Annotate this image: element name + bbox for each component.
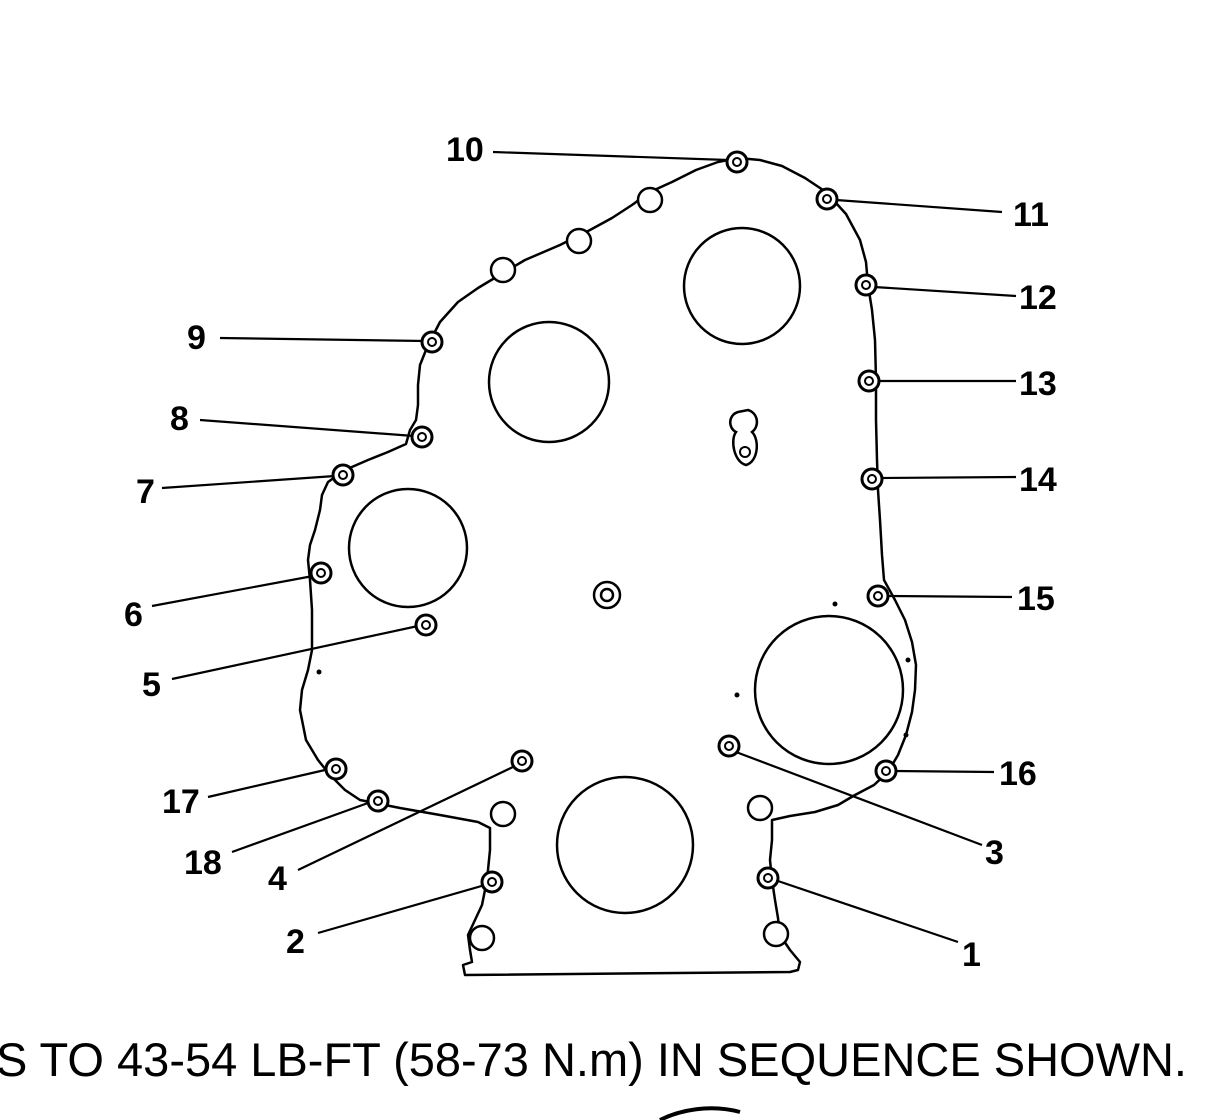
leader-16 xyxy=(893,769,995,774)
keyhole-hole xyxy=(739,446,751,458)
keyhole-slot xyxy=(729,408,759,467)
leader-7 xyxy=(161,474,336,490)
bolt-hole-15 xyxy=(866,584,890,608)
callout-7: 7 xyxy=(136,473,155,511)
plain-hole xyxy=(489,256,517,284)
callout-17: 17 xyxy=(162,783,200,821)
leader-1 xyxy=(774,878,959,944)
cover-outline xyxy=(298,156,918,977)
center-dowel xyxy=(592,580,622,610)
bolt-hole-7 xyxy=(331,463,355,487)
bolt-hole-9 xyxy=(420,330,444,354)
callout-10: 10 xyxy=(446,131,484,169)
bolt-hole-14 xyxy=(860,467,884,491)
leader-5 xyxy=(171,624,419,681)
plain-hole xyxy=(468,924,496,952)
plain-hole xyxy=(489,800,517,828)
callout-4: 4 xyxy=(268,860,287,898)
leader-18 xyxy=(231,801,369,854)
bolt-hole-1 xyxy=(756,866,780,890)
plain-hole xyxy=(565,227,593,255)
bolt-hole-13 xyxy=(857,369,881,393)
bolt-hole-12 xyxy=(854,273,878,297)
plain-hole xyxy=(636,186,664,214)
bolt-hole-4 xyxy=(510,749,534,773)
leader-12 xyxy=(873,285,1017,298)
bolt-hole-5 xyxy=(414,613,438,637)
leader-8 xyxy=(199,418,415,438)
bolt-hole-18 xyxy=(366,789,390,813)
callout-9: 9 xyxy=(187,319,206,357)
bolt-hole-3 xyxy=(717,734,741,758)
bolt-hole-2 xyxy=(480,870,504,894)
leader-15 xyxy=(885,594,1013,599)
callout-labels: 1 2 3 4 5 6 7 8 9 10 11 12 13 14 15 16 1… xyxy=(124,131,1057,974)
large-openings xyxy=(347,226,905,915)
bolt-hole-8 xyxy=(410,425,434,449)
callout-14: 14 xyxy=(1019,461,1057,499)
opening-upper-center xyxy=(487,320,611,444)
bolt-hole-6 xyxy=(309,561,333,585)
leader-10 xyxy=(492,150,729,162)
callout-6: 6 xyxy=(124,596,143,634)
leader-9 xyxy=(219,336,426,343)
leader-14 xyxy=(879,475,1017,480)
leader-4 xyxy=(297,765,516,871)
sequenced-bolt-holes xyxy=(309,150,898,894)
stray-dots xyxy=(316,601,911,738)
opening-bottom xyxy=(555,775,695,915)
callout-5: 5 xyxy=(142,666,161,704)
callout-2: 2 xyxy=(286,923,305,961)
leader-3 xyxy=(735,750,983,847)
callout-13: 13 xyxy=(1019,365,1057,403)
leader-lines xyxy=(151,150,1017,944)
bolt-hole-11 xyxy=(815,187,839,211)
opening-top-right xyxy=(682,226,802,346)
callout-12: 12 xyxy=(1019,279,1057,317)
leader-17 xyxy=(207,768,326,799)
bolt-hole-16 xyxy=(874,759,898,783)
leader-11 xyxy=(835,198,1003,214)
leader-2 xyxy=(317,883,486,935)
callout-18: 18 xyxy=(184,844,222,882)
callout-8: 8 xyxy=(170,400,189,438)
callout-16: 16 xyxy=(999,755,1037,793)
bolt-hole-17 xyxy=(324,757,348,781)
opening-right xyxy=(753,614,905,766)
plain-holes xyxy=(468,186,790,952)
callout-3: 3 xyxy=(985,834,1004,872)
partial-arrow-graphic xyxy=(659,1106,741,1120)
callout-15: 15 xyxy=(1017,580,1055,618)
opening-left xyxy=(347,487,469,609)
plain-hole xyxy=(762,920,790,948)
callout-1: 1 xyxy=(962,936,981,974)
bolt-hole-10 xyxy=(725,150,749,174)
plain-hole xyxy=(746,794,774,822)
callout-11: 11 xyxy=(1013,196,1049,234)
torque-instruction-caption: S TO 43-54 LB-FT (58-73 N.m) IN SEQUENCE… xyxy=(0,1033,1187,1086)
leader-6 xyxy=(151,574,314,608)
